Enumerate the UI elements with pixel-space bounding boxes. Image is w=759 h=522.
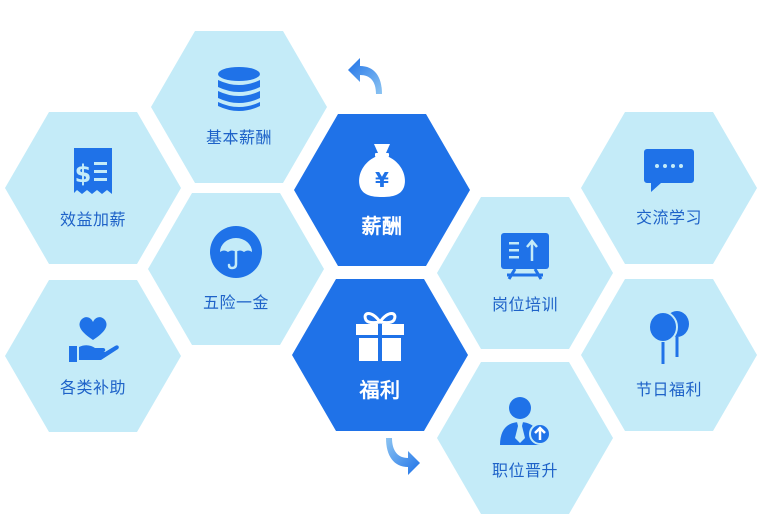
hex-fuli: 福利 <box>292 279 468 431</box>
hex-label: 效益加薪 <box>59 210 126 229</box>
hex-label: 薪酬 <box>361 213 403 238</box>
money-bag-icon: ¥ <box>359 143 405 197</box>
umbrella-icon <box>210 226 262 278</box>
money-bag-symbol: ¥ <box>375 168 389 192</box>
curved-arrow-top-icon <box>348 58 382 94</box>
hex-zhiwei-jinsheng: 职位晋升 <box>437 362 613 514</box>
heart-hand-icon <box>69 317 119 362</box>
hex-label: 各类补助 <box>59 378 126 397</box>
hex-label: 岗位培训 <box>491 295 558 314</box>
gift-icon <box>356 311 404 361</box>
training-board-icon <box>501 233 549 280</box>
hex-label: 福利 <box>359 377 401 402</box>
hex-jiben-xinchou: 基本薪酬 <box>151 31 327 183</box>
curved-arrow-bottom-icon <box>386 438 420 475</box>
promotion-user-icon <box>500 397 551 445</box>
receipt-symbol: $ <box>75 160 92 188</box>
hex-gangwei-peixun: 岗位培训 <box>437 197 613 349</box>
hex-label: 五险一金 <box>202 293 269 312</box>
hex-label: 职位晋升 <box>491 461 558 480</box>
hex-label: 基本薪酬 <box>205 128 272 147</box>
chat-bubble-icon <box>644 149 694 192</box>
balloons-icon <box>648 311 689 364</box>
hex-label: 交流学习 <box>635 208 702 227</box>
hex-label: 节日福利 <box>635 380 702 399</box>
hex-jiaoliu-xuexi: 交流学习 <box>581 112 757 264</box>
coin-stack-icon <box>218 67 260 111</box>
hex-jieri-fuli: 节日福利 <box>581 279 757 431</box>
hex-xiaoyi-jiaxin: $ 效益加薪 <box>5 112 181 264</box>
hex-gelei-buzhu: 各类补助 <box>5 280 181 432</box>
hex-wuxian-yijin: 五险一金 <box>148 193 324 345</box>
hex-xinchou: ¥ 薪酬 <box>294 114 470 266</box>
receipt-dollar-icon: $ <box>74 148 112 194</box>
